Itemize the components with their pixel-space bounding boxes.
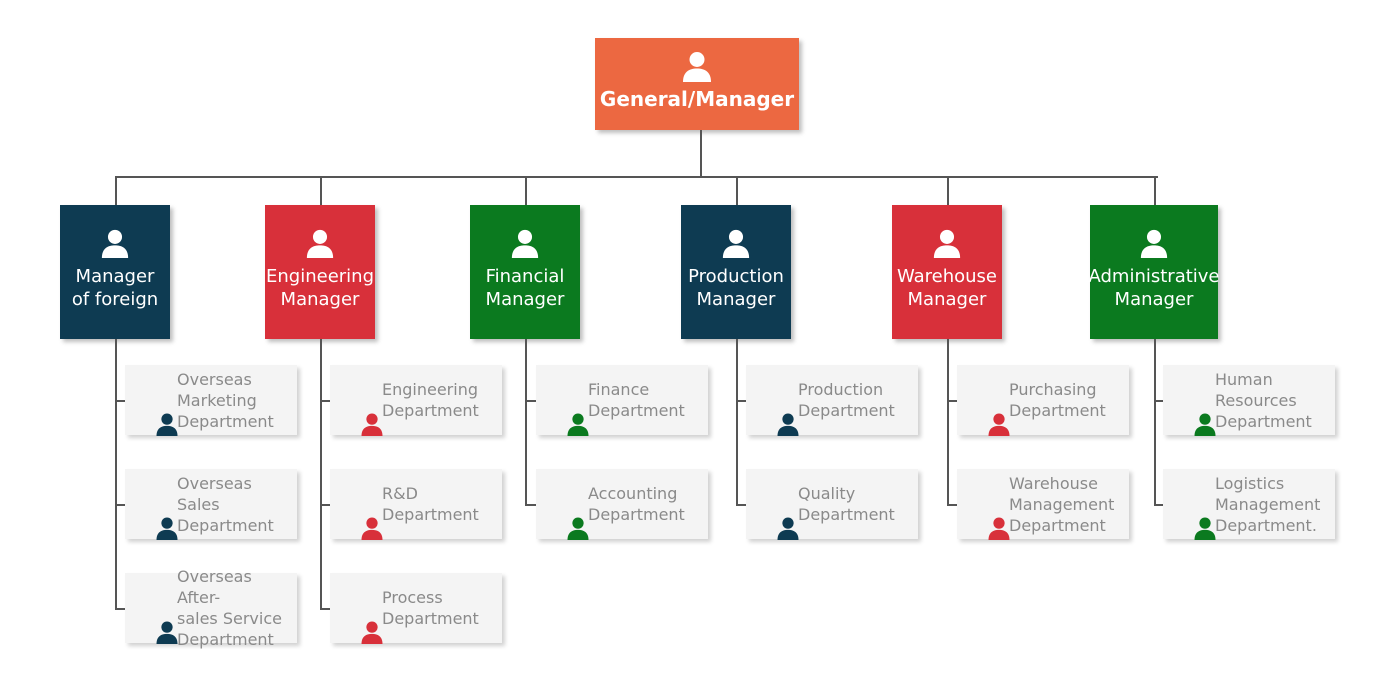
manager-box-administrative: Administrative Manager: [1088, 205, 1220, 339]
connector-line: [1154, 339, 1156, 504]
department-label: Production Department: [798, 380, 895, 420]
manager-label: Manager of foreign: [71, 266, 159, 310]
connector-line: [115, 608, 125, 610]
department-box: Purchasing Department: [957, 365, 1129, 436]
department-label: Engineering Department: [382, 380, 479, 420]
connector-line: [947, 400, 957, 402]
department-label: Human Resources Department: [1215, 369, 1312, 431]
person-icon: [932, 205, 962, 259]
connector-line: [947, 176, 949, 205]
person-icon: [510, 205, 540, 259]
connector-line: [320, 608, 330, 610]
department-box: R&D Department: [330, 469, 502, 540]
connector-line: [320, 339, 322, 608]
connector-line: [736, 400, 746, 402]
connector-line: [1154, 504, 1163, 506]
connector-line: [1154, 400, 1163, 402]
department-box: Finance Department: [536, 365, 708, 436]
manager-label: Administrative Manager: [1088, 266, 1220, 310]
connector-line: [320, 176, 322, 205]
person-icon: [721, 205, 751, 259]
person-icon: [681, 38, 713, 82]
general-manager-label: General/Manager: [599, 87, 795, 111]
connector-line: [115, 339, 117, 608]
connector-line: [320, 400, 330, 402]
connector-line: [947, 504, 957, 506]
department-label: Overseas Marketing Department: [177, 369, 274, 431]
manager-label: Engineering Manager: [266, 266, 374, 310]
department-label: Finance Department: [588, 380, 685, 420]
connector-line: [947, 339, 949, 504]
department-box: Engineering Department: [330, 365, 502, 436]
department-box: Overseas Marketing Department: [125, 365, 297, 436]
department-label: Process Department: [382, 588, 479, 628]
manager-label: Financial Manager: [485, 266, 565, 310]
department-box: Logistics Management Department.: [1163, 469, 1335, 540]
manager-box-warehouse: Warehouse Manager: [892, 205, 1002, 339]
department-box: Production Department: [746, 365, 918, 436]
department-label: R&D Department: [382, 484, 479, 524]
connector-line: [525, 176, 527, 205]
connector-line: [736, 176, 738, 205]
manager-label: Production Manager: [688, 266, 784, 310]
department-label: Overseas Sales Department: [177, 473, 274, 535]
department-label: Warehouse Management Department: [1009, 473, 1115, 535]
connector-line: [700, 130, 702, 177]
connector-line: [115, 176, 1158, 178]
connector-line: [736, 339, 738, 504]
department-label: Accounting Department: [588, 484, 685, 524]
department-box: Quality Department: [746, 469, 918, 540]
connector-line: [736, 504, 746, 506]
person-icon: [1139, 205, 1169, 259]
manager-box-production: Production Manager: [681, 205, 791, 339]
general-manager-box: General/Manager: [595, 38, 799, 130]
connector-line: [525, 504, 536, 506]
department-box: Accounting Department: [536, 469, 708, 540]
connector-line: [115, 176, 117, 205]
department-box: Overseas Sales Department: [125, 469, 297, 540]
department-box: Warehouse Management Department: [957, 469, 1129, 540]
person-icon: [100, 205, 130, 259]
manager-box-foreign: Manager of foreign: [60, 205, 170, 339]
manager-box-financial: Financial Manager: [470, 205, 580, 339]
connector-line: [525, 339, 527, 504]
connector-line: [115, 504, 125, 506]
connector-line: [320, 504, 330, 506]
person-icon: [305, 205, 335, 259]
department-label: Overseas After- sales Service Department: [177, 567, 282, 649]
department-box: Overseas After- sales Service Department: [125, 567, 297, 649]
manager-label: Warehouse Manager: [896, 266, 998, 310]
department-box: Human Resources Department: [1163, 365, 1335, 436]
connector-line: [1154, 176, 1156, 205]
department-label: Quality Department: [798, 484, 895, 524]
department-label: Logistics Management Department.: [1215, 473, 1321, 535]
manager-box-engineering: Engineering Manager: [265, 205, 375, 339]
connector-line: [525, 400, 536, 402]
department-box: Process Department: [330, 573, 502, 644]
connector-line: [115, 400, 125, 402]
department-label: Purchasing Department: [1009, 380, 1106, 420]
